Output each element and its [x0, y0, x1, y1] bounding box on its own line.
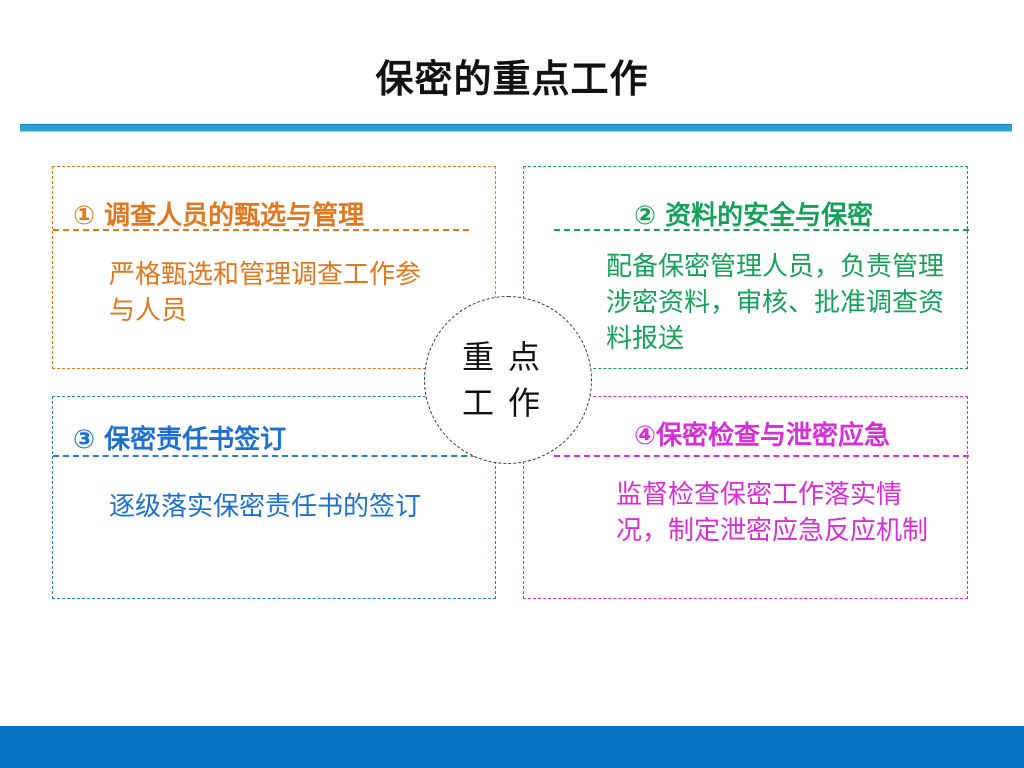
quadrant-materials: ② 资料的安全与保密 配备保密管理人员，负责管理涉密资料，审核、批准调查资料报送: [523, 166, 969, 369]
quadrant-heading: ① 调查人员的甄选与管理: [73, 201, 365, 231]
quadrant-body: 监督检查保密工作落实情况，制定泄密应急反应机制: [616, 480, 929, 546]
heading-divider: [554, 229, 969, 231]
quadrant-body: 严格甄选和管理调查工作参与人员: [109, 260, 422, 326]
heading-divider: [53, 455, 497, 457]
title-divider: [20, 124, 1012, 132]
heading-divider: [554, 455, 969, 457]
quadrant-heading: ② 资料的安全与保密: [634, 201, 874, 231]
quadrant-personnel: ① 调查人员的甄选与管理 严格甄选和管理调查工作参与人员: [52, 166, 496, 369]
center-circle: [424, 296, 592, 464]
quadrant-responsibility: ③ 保密责任书签订 逐级落实保密责任书的签订: [52, 396, 497, 599]
quadrant-inspection: ④保密检查与泄密应急 监督检查保密工作落实情况，制定泄密应急反应机制: [523, 396, 969, 599]
center-label: 重点工作: [462, 338, 555, 422]
slide-title: 保密的重点工作: [375, 57, 649, 101]
quadrant-heading: ④保密检查与泄密应急: [634, 421, 891, 451]
quadrant-body: 逐级落实保密责任书的签订: [109, 492, 422, 522]
footer-bar: [0, 726, 1024, 768]
quadrant-body: 配备保密管理人员，负责管理涉密资料，审核、批准调查资料报送: [606, 252, 945, 354]
heading-divider: [53, 229, 469, 231]
quadrant-heading: ③ 保密责任书签订: [73, 425, 287, 455]
